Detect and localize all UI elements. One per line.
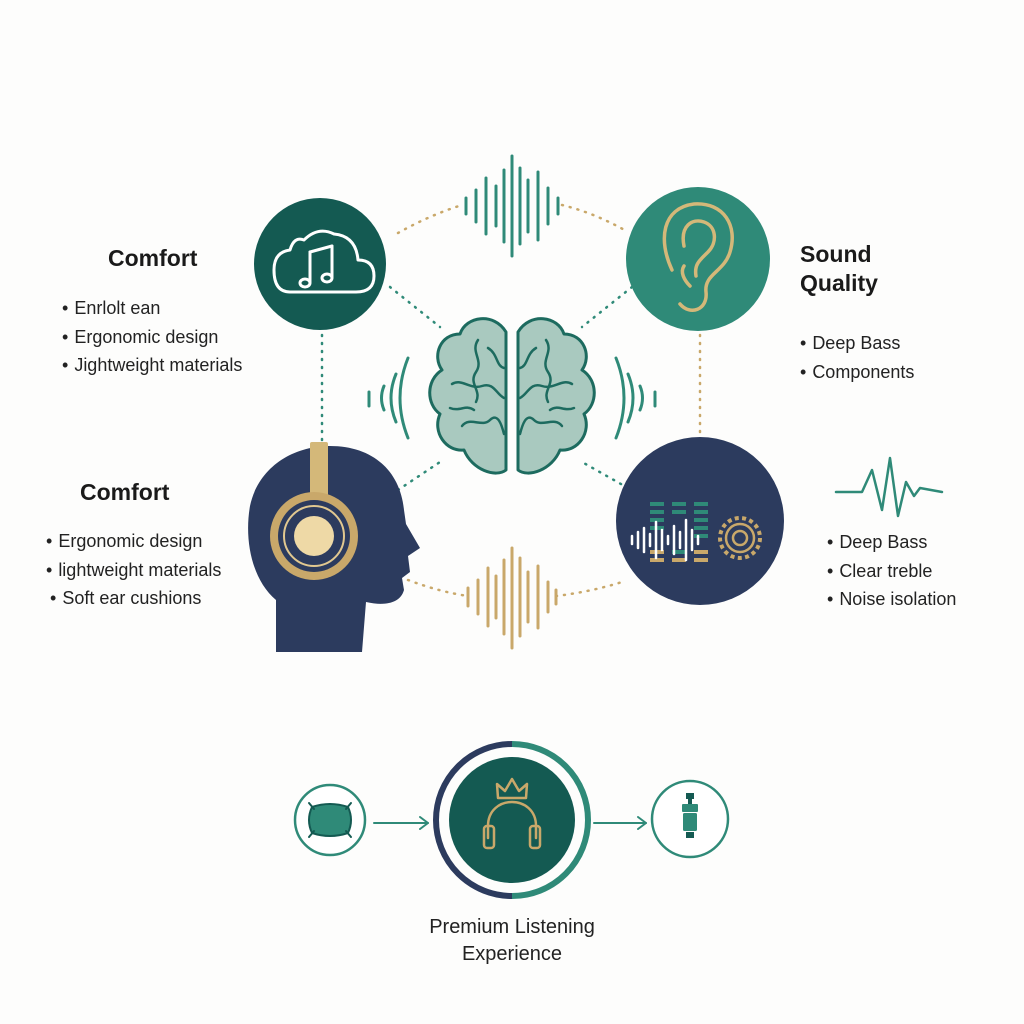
dotted-connectors xyxy=(320,203,702,598)
pillow-icon xyxy=(308,802,352,838)
right-sound-waves-icon xyxy=(614,356,657,440)
bottom-waveform-icon xyxy=(466,546,558,650)
top-right-list: Deep Bass Components xyxy=(800,329,914,386)
connector-equalizer-brain xyxy=(580,460,630,490)
connector-top-arc-right xyxy=(560,203,630,234)
connector-bottom-arc-right xyxy=(554,580,624,598)
ear-icon xyxy=(662,202,734,312)
pillow-node xyxy=(293,783,367,857)
connector-head-brain xyxy=(396,460,442,492)
audio-jack-icon xyxy=(682,793,698,838)
headphones-head-node xyxy=(248,442,420,652)
top-right-heading: Sound Quality xyxy=(800,240,878,298)
list-item: Deep Bass xyxy=(800,329,914,358)
mid-left-list: Ergonomic design lightweight materials S… xyxy=(46,527,221,613)
connector-bottom-arc-left xyxy=(406,578,470,598)
list-item: Jightweight materials xyxy=(62,351,242,380)
mid-left-heading: Comfort xyxy=(80,479,170,505)
connector-cloud-brain xyxy=(388,285,442,329)
list-item: lightweight materials xyxy=(46,556,221,585)
list-item: Clear treble xyxy=(827,557,956,586)
premium-caption: Premium Listening Experience xyxy=(382,914,642,968)
equalizer-node xyxy=(616,437,784,605)
crowned-headphones-icon xyxy=(482,777,542,850)
list-item: Components xyxy=(800,358,914,387)
left-sound-waves-icon xyxy=(367,356,410,440)
premium-ring-left xyxy=(433,741,513,899)
arrow-left-to-center xyxy=(373,816,429,830)
premium-caption-line2: Experience xyxy=(461,943,563,965)
heartbeat-icon xyxy=(834,456,944,518)
list-item: Ergonomic design xyxy=(46,527,221,556)
top-waveform-icon xyxy=(464,154,560,258)
mid-right-list: Deep Bass Clear treble Noise isolation xyxy=(827,528,956,614)
top-left-list: Enrlolt ean Ergonomic design Jightweight… xyxy=(62,294,242,380)
cloud-music-icon xyxy=(272,229,376,294)
list-item: Ergonomic design xyxy=(62,323,242,352)
cloud-music-node xyxy=(254,198,386,330)
ear-node xyxy=(626,187,770,331)
headphone-earcup-icon xyxy=(270,492,358,580)
equalizer-icon xyxy=(630,502,762,562)
top-right-heading-line1: Sound xyxy=(800,241,872,267)
top-right-heading-line2: Quality xyxy=(800,270,878,296)
connector-ear-brain xyxy=(580,285,634,329)
premium-caption-line1: Premium Listening xyxy=(429,916,595,938)
premium-ring-right xyxy=(511,741,591,899)
brain-icon xyxy=(428,317,596,475)
audio-jack-node xyxy=(650,779,730,859)
top-left-heading: Comfort xyxy=(108,245,198,271)
gear-icon xyxy=(718,516,762,560)
list-item: Deep Bass xyxy=(827,528,956,557)
list-item: Soft ear cushions xyxy=(46,584,221,613)
list-item: Enrlolt ean xyxy=(62,294,242,323)
headband xyxy=(310,442,328,498)
arrow-center-to-right xyxy=(593,816,647,830)
connector-top-arc-left xyxy=(396,203,464,235)
premium-node xyxy=(433,741,591,899)
list-item: Noise isolation xyxy=(827,585,956,614)
